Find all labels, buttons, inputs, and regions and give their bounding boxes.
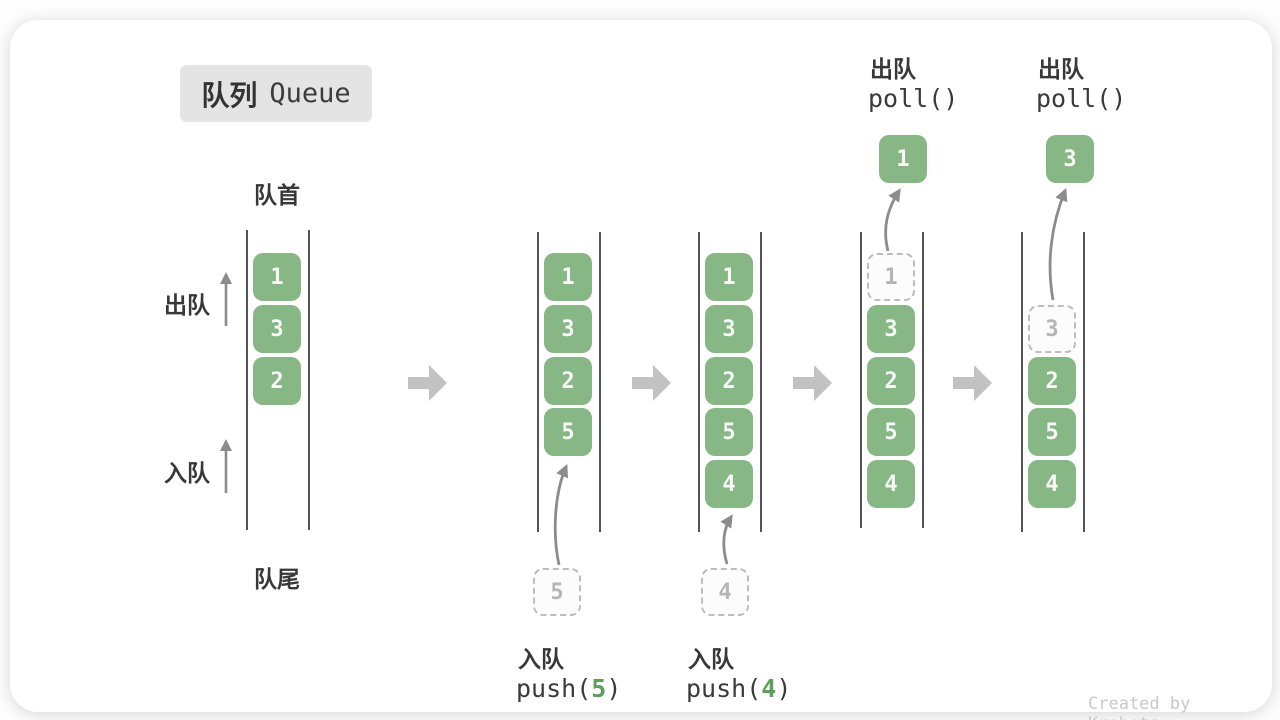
dequeue-op-label: 出队 xyxy=(870,56,916,82)
watermark: Created by Krahets xyxy=(1088,694,1191,720)
channel-wall xyxy=(1083,232,1085,532)
title-chip: 队列 Queue xyxy=(180,65,372,122)
queue-tail-label: 队尾 xyxy=(254,566,300,592)
channel-wall xyxy=(760,232,762,532)
dequeue-side-label: 出队 xyxy=(164,292,210,318)
channel-wall xyxy=(698,232,700,532)
dequeue-path-arrow-icon xyxy=(884,188,901,252)
channel-wall xyxy=(308,230,310,530)
flow-arrow-icon xyxy=(953,365,992,401)
queue-cell: 4 xyxy=(867,460,915,508)
enqueue-op-label: 入队 xyxy=(688,646,734,672)
queue-cell: 4 xyxy=(705,460,753,508)
title-zh: 队列 xyxy=(201,79,258,111)
removed-cell: 3 xyxy=(1028,305,1076,353)
dequeue-op-code: poll() xyxy=(868,84,959,113)
channel-wall xyxy=(922,232,924,528)
enqueue-arg: 4 xyxy=(761,674,777,703)
queue-cell: 2 xyxy=(867,357,915,405)
enqueue-side-label: 入队 xyxy=(164,460,210,486)
dequeue-op-label: 出队 xyxy=(1038,56,1084,82)
arrows-layer xyxy=(220,188,1068,566)
enqueued-value-cell: 5 xyxy=(533,568,581,616)
queue-cell: 4 xyxy=(1028,460,1076,508)
enqueue-arg: 5 xyxy=(591,674,607,703)
queue-cell: 2 xyxy=(253,357,301,405)
channel-wall xyxy=(1021,232,1023,532)
queue-cell: 1 xyxy=(544,253,592,301)
removed-cell: 1 xyxy=(867,253,915,301)
queue-cell: 3 xyxy=(253,305,301,353)
queue-head-label: 队首 xyxy=(254,182,300,208)
queue-cell: 5 xyxy=(867,408,915,456)
enqueue-op-label: 入队 xyxy=(518,646,564,672)
dequeue-op-code: poll() xyxy=(1036,84,1127,113)
queue-cell: 3 xyxy=(867,305,915,353)
enqueue-op-code: push(4) xyxy=(686,674,792,703)
channel-wall xyxy=(860,232,862,528)
polled-value-cell: 1 xyxy=(879,135,927,183)
queue-cell: 5 xyxy=(705,408,753,456)
enqueue-op-code: push(5) xyxy=(516,674,622,703)
queue-cell: 3 xyxy=(544,305,592,353)
queue-cell: 2 xyxy=(1028,357,1076,405)
dequeue-path-arrow-icon xyxy=(1048,188,1068,301)
flow-arrow-icon xyxy=(793,365,832,401)
polled-value-cell: 3 xyxy=(1046,135,1094,183)
title-en: Queue xyxy=(269,78,351,109)
enqueue-path-arrow-icon xyxy=(553,464,569,566)
enqueued-value-cell: 4 xyxy=(701,568,749,616)
diagram-card: 队列 Queue 队首 队尾 出队 入队 xyxy=(10,20,1272,720)
flow-arrow-icon xyxy=(408,365,447,401)
channel-wall xyxy=(246,230,248,530)
queue-cell: 2 xyxy=(705,357,753,405)
enqueue-path-arrow-icon xyxy=(720,514,733,565)
queue-cell: 5 xyxy=(544,408,592,456)
queue-cell: 5 xyxy=(1028,408,1076,456)
queue-cell: 3 xyxy=(705,305,753,353)
channel-wall xyxy=(599,232,601,532)
queue-cell: 2 xyxy=(544,357,592,405)
queue-cell: 1 xyxy=(253,253,301,301)
flow-arrow-icon xyxy=(632,365,671,401)
channel-wall xyxy=(537,232,539,532)
queue-cell: 1 xyxy=(705,253,753,301)
